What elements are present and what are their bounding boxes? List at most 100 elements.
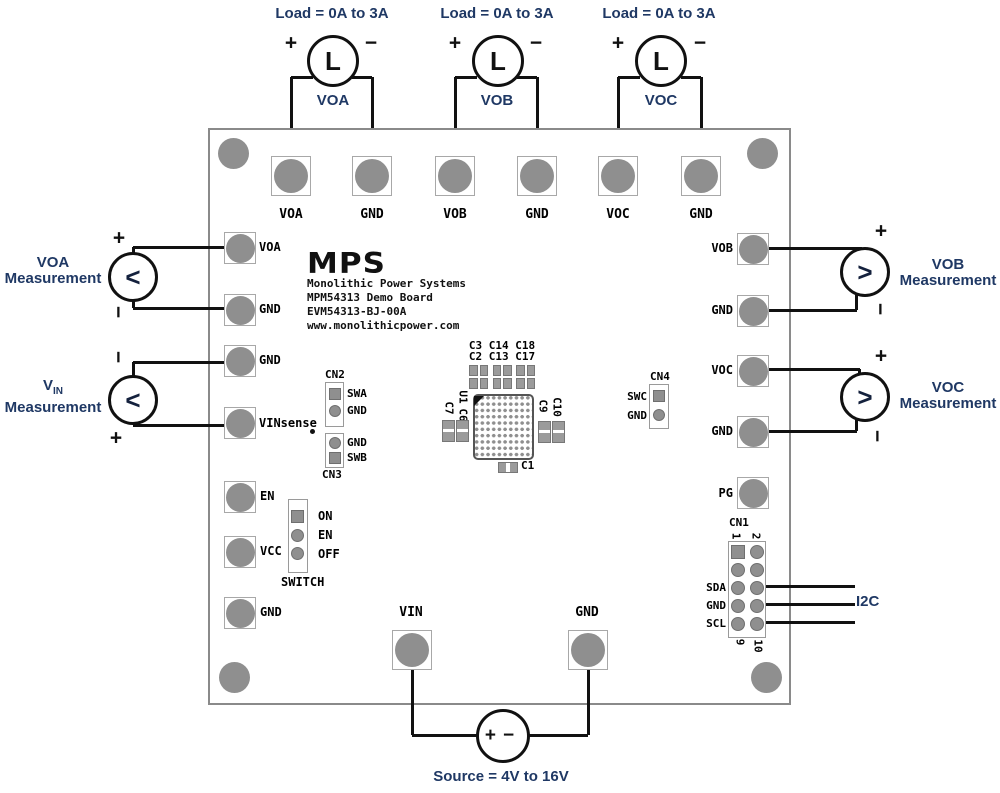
- capacitor-c7: [441, 420, 455, 442]
- pin-label: GND: [627, 409, 647, 422]
- minus-sign: −: [865, 429, 889, 443]
- pad-dot: [684, 159, 718, 193]
- plus-sign: +: [611, 31, 625, 55]
- minus-sign: −: [106, 305, 130, 319]
- pad-gnd-top: [352, 156, 392, 196]
- label-subscript: IN: [53, 386, 63, 397]
- wire: [133, 423, 240, 427]
- cn1-pin2-number: 2: [749, 532, 763, 540]
- mounting-hole: [218, 661, 250, 693]
- pad-label: GND: [525, 207, 549, 222]
- cn1-pin: [750, 617, 764, 631]
- wire: [131, 247, 135, 254]
- pad-label: PG: [718, 486, 733, 500]
- wire: [753, 246, 862, 250]
- cn1-sda-pin: [731, 581, 745, 595]
- wire: [131, 362, 135, 376]
- minus-sign: −: [503, 725, 522, 746]
- wire: [618, 75, 640, 79]
- plus-sign: +: [109, 426, 123, 450]
- capacitor-group: [469, 365, 488, 389]
- cn1-pin: [731, 563, 745, 577]
- pad-label: GND: [711, 424, 733, 438]
- cn1-pin: [750, 599, 764, 613]
- load-a-caption: Load = 0A to 3A: [275, 5, 389, 22]
- capacitor-group: [492, 365, 512, 389]
- minus-sign: −: [868, 302, 892, 316]
- plus-sign: +: [874, 344, 888, 368]
- pad-dot: [738, 356, 768, 386]
- pad-label: GND: [689, 207, 713, 222]
- vin-voltmeter: <: [108, 375, 158, 425]
- switch-label: SWITCH: [281, 575, 325, 589]
- pad-voa-left: [224, 232, 256, 264]
- pad-dot: [438, 159, 472, 193]
- c9-label: C9: [536, 399, 550, 413]
- pad-label: VOC: [711, 363, 733, 377]
- cn1-pin: [750, 563, 764, 577]
- pad-dot: [738, 296, 768, 326]
- c7-label: C7: [442, 401, 456, 415]
- pin-label: SWB: [347, 451, 367, 464]
- capacitor-c6: [456, 420, 469, 442]
- pad-label: GND: [711, 303, 733, 317]
- load-letter: L: [490, 45, 506, 76]
- meter-glyph: >: [857, 381, 873, 412]
- switch-en-pin: [291, 529, 304, 542]
- load-letter: L: [325, 45, 341, 76]
- pad-label: VCC: [260, 544, 282, 558]
- silkscreen-dot: [310, 429, 315, 434]
- pin-label: GND: [347, 436, 367, 449]
- pin-label: SWC: [627, 390, 647, 403]
- load-letter: L: [653, 45, 669, 76]
- label-line: VOC: [931, 379, 965, 396]
- pad-dot: [225, 346, 255, 376]
- vob-voltmeter: >: [840, 247, 890, 297]
- cn3-label: CN3: [322, 468, 342, 481]
- vin-label: VIN: [399, 605, 423, 620]
- cn2-swa-pin: [328, 388, 341, 400]
- wire: [133, 306, 240, 310]
- pad-label: VOB: [711, 241, 733, 255]
- cn1-pin9-number: 9: [733, 638, 747, 646]
- c10-label: C10: [550, 397, 564, 417]
- wire: [412, 733, 478, 737]
- pad-gnd-left: [224, 294, 256, 326]
- pad-label: GND: [259, 302, 281, 316]
- pad-dot: [274, 159, 308, 193]
- scl-label: SCL: [706, 617, 726, 630]
- cn3-swb-pin: [328, 452, 341, 464]
- gnd-label: GND: [575, 605, 599, 620]
- i2c-sda-wire: [766, 584, 855, 588]
- cn4-swc-pin: [653, 390, 665, 402]
- label-line: V: [42, 377, 53, 394]
- pad-gnd-top: [517, 156, 557, 196]
- minus-sign: −: [364, 31, 378, 55]
- pad-label: GND: [360, 207, 384, 222]
- pad-label: VOA: [279, 207, 303, 222]
- wire: [352, 75, 372, 79]
- plus-sign: +: [874, 219, 888, 243]
- wire: [699, 77, 703, 176]
- pin-label: OFF: [318, 547, 340, 561]
- switch-off-pin: [291, 547, 304, 560]
- logo-line: Monolithic Power Systems: [307, 277, 466, 290]
- wire: [753, 367, 860, 371]
- cn1-scl-pin: [731, 617, 745, 631]
- pad-dot: [571, 633, 605, 667]
- pad-voc-right: [737, 355, 769, 387]
- plus-sign: +: [284, 31, 298, 55]
- capacitor-group: [516, 365, 535, 389]
- pad-dot: [395, 633, 429, 667]
- plus-sign: +: [112, 226, 126, 250]
- mounting-hole: [217, 137, 249, 169]
- cn4-label: CN4: [650, 370, 670, 383]
- wire: [410, 650, 414, 735]
- wire: [370, 77, 374, 176]
- wire: [854, 420, 858, 431]
- minus-sign: −: [106, 350, 130, 364]
- cn4-gnd-pin: [653, 409, 665, 421]
- pad-dot: [738, 478, 768, 508]
- pin-label: SWA: [347, 387, 367, 400]
- voa-measurement-label: VOA Measurement: [1, 255, 105, 287]
